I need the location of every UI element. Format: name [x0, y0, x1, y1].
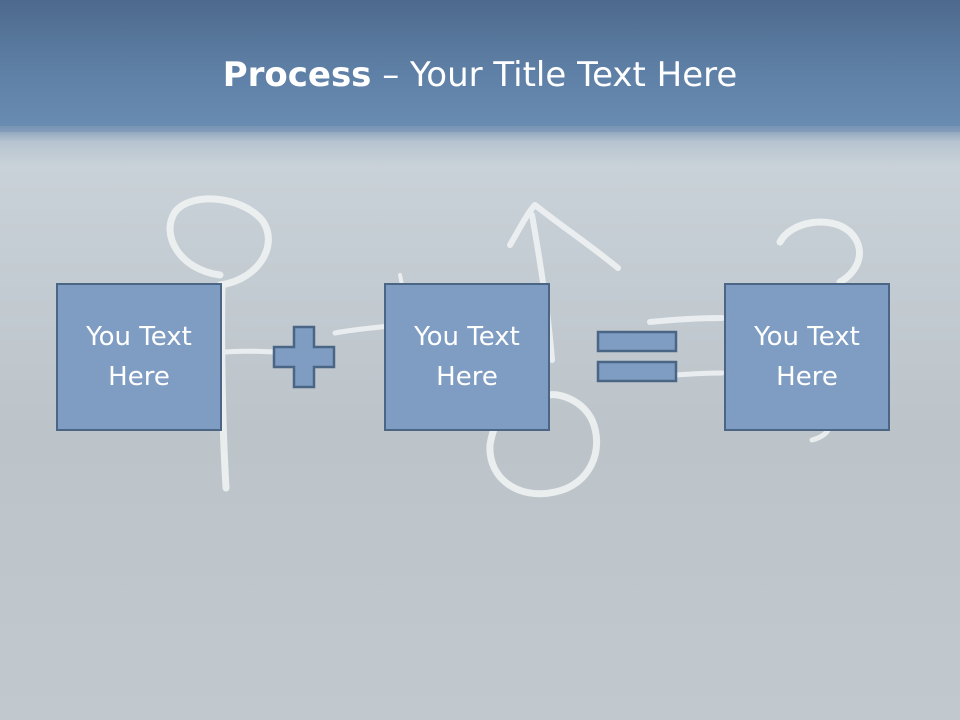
equals-icon: [596, 330, 678, 383]
title-bold-part: Process: [222, 55, 372, 95]
slide-title: Process – Your Title Text Here: [0, 52, 960, 98]
process-box-2-text: You Text Here: [414, 322, 520, 392]
process-box-1-text: You Text Here: [86, 322, 192, 392]
process-box-1: You Text Here: [56, 283, 222, 431]
plus-icon: [272, 325, 336, 389]
process-box-3-text: You Text Here: [754, 322, 860, 392]
title-rest-part: – Your Title Text Here: [371, 55, 738, 95]
process-box-3: You Text Here: [724, 283, 890, 431]
process-box-2: You Text Here: [384, 283, 550, 431]
title-banner: [0, 0, 960, 132]
banner-fade: [0, 126, 960, 166]
